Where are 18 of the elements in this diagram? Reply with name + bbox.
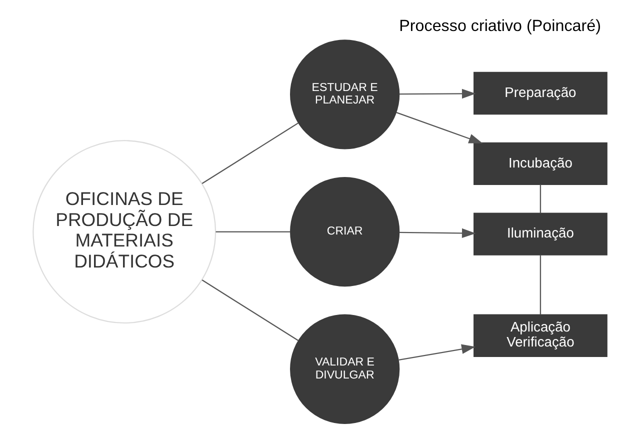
arrow xyxy=(398,88,476,98)
node-box: Aplicação Verificação xyxy=(473,314,607,357)
node-box: Incubação xyxy=(473,142,607,185)
node-box: Iluminação xyxy=(473,212,607,255)
connector xyxy=(201,279,298,341)
connector xyxy=(215,230,290,232)
connector xyxy=(539,184,541,213)
arrow xyxy=(396,111,482,143)
node-box: Preparação xyxy=(473,71,607,114)
arrow xyxy=(398,344,475,360)
node-circle: ESTUDAR E PLANEJAR xyxy=(289,39,400,149)
connector xyxy=(539,254,541,314)
node-circle: VALIDAR E DIVULGAR xyxy=(289,314,400,424)
arrow xyxy=(398,228,476,238)
diagram-title: Processo criativo (Poincaré) xyxy=(398,16,600,35)
node-circle: OFICINAS DE PRODUÇÃO DE MATERIAIS DIDÁTICOS xyxy=(32,140,216,324)
node-circle: CRIAR xyxy=(289,176,400,286)
connector xyxy=(201,122,298,184)
